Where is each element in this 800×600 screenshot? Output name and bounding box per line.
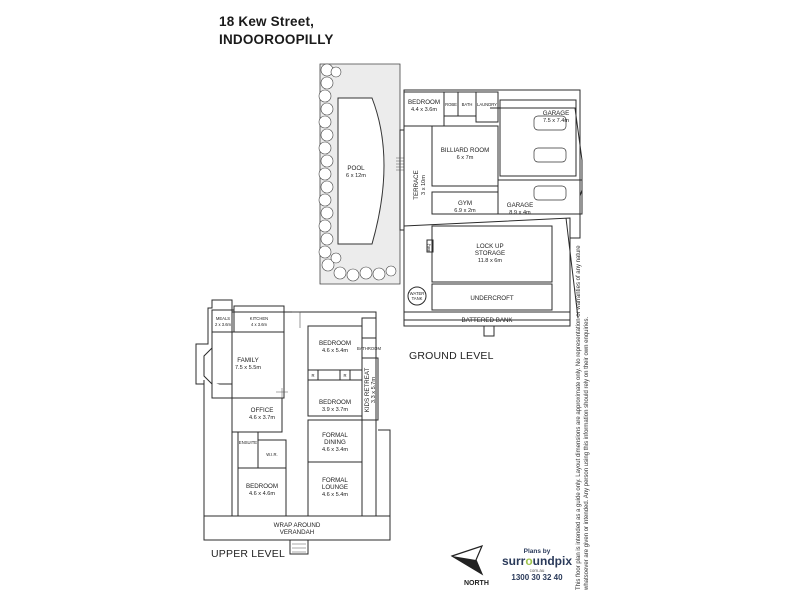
- disclaimer: This floor plan is intended as a guide o…: [575, 245, 591, 590]
- storage-dim: 11.8 x 6m: [478, 258, 502, 264]
- kitchen-dim: 4 x 3.6m: [251, 322, 268, 327]
- terrace-dim: 3 x 10m: [421, 175, 427, 195]
- dining-name-2: DINING: [324, 439, 346, 446]
- garage-1-dim: 7.5 x 7.4m: [543, 118, 569, 124]
- lounge-dim: 4.6 x 5.4m: [322, 492, 348, 498]
- ground-level-plan: [318, 63, 583, 337]
- robe-r-2: R: [343, 373, 346, 378]
- upper-level-plan: [195, 299, 391, 555]
- garage-1-name: GARAGE: [543, 110, 569, 117]
- verandah-line-2: VERANDAH: [280, 529, 314, 536]
- cars: [533, 115, 567, 201]
- garage-1: [499, 99, 577, 177]
- disclaimer-line-1: This floor plan is intended as a guide o…: [576, 245, 582, 590]
- kids-retreat-name: KIDS RETREAT: [364, 367, 371, 412]
- meals-dim: 2 x 3.6m: [215, 322, 232, 327]
- bedroom-1-dim: 4.6 x 5.4m: [322, 348, 348, 354]
- wir-label: W.I.R.: [266, 452, 277, 457]
- bedroom-3-name: BEDROOM: [246, 483, 278, 490]
- ground-labels: BEDROOM 4.4 x 3.6m BILLIARD ROOM 6 x 7m …: [346, 99, 569, 324]
- family-dim: 7.5 x 5.5m: [235, 365, 261, 371]
- ensuite-label: ENSUITE: [239, 440, 257, 445]
- lounge-name-1: FORMAL: [322, 477, 348, 484]
- robe-label: ROBE: [445, 102, 457, 107]
- laundry: [475, 91, 499, 123]
- billiard-dim: 6 x 7m: [457, 155, 474, 161]
- meals-name: MEALS: [216, 316, 230, 321]
- verandah-line-1: WRAP AROUND: [274, 522, 321, 529]
- north-label: NORTH: [464, 580, 489, 587]
- kitchen-name: KITCHEN: [250, 316, 268, 321]
- pool-dim: 6 x 12m: [346, 173, 366, 179]
- garage-2: [497, 179, 583, 215]
- laundry-label: LAUNDRY: [477, 102, 497, 107]
- gym-dim: 6.9 x 2m: [454, 208, 476, 214]
- water-tank-2: TANK: [412, 296, 423, 301]
- bathroom-upper-label: BATHROOM: [357, 346, 381, 351]
- pool-name: POOL: [347, 165, 365, 172]
- upper-labels: MEALS 2 x 3.6m KITCHEN 4 x 3.6m FAMILY 7…: [215, 316, 381, 536]
- ground-house: [403, 89, 581, 239]
- garage-2-name: GARAGE: [507, 202, 533, 209]
- logo-name-c: undpix: [532, 554, 572, 568]
- surroundpix-logo: Plans by surroundpix com.au 1300 30 32 4…: [492, 548, 582, 586]
- lower-block: [403, 217, 571, 321]
- terrace-name: TERRACE: [413, 170, 420, 200]
- address-street: 18 Kew Street,: [219, 14, 315, 29]
- staircase: [276, 388, 288, 398]
- upper-bedroom-2: [307, 379, 363, 417]
- logo-wordmark: surroundpix: [492, 555, 582, 568]
- bedroom-1-name: BEDROOM: [319, 340, 351, 347]
- logo-name-b: o: [525, 554, 533, 568]
- kids-retreat-dim: 3.3 x 5.7m: [371, 377, 377, 403]
- undercroft-label: UNDERCROFT: [470, 295, 514, 302]
- bbq: [426, 239, 434, 253]
- pool: [337, 97, 385, 245]
- bedroom-2-name: BEDROOM: [319, 399, 351, 406]
- front-steps: [289, 539, 309, 555]
- ground-level-label: GROUND LEVEL: [409, 350, 494, 362]
- address-suburb: INDOOROOPILLY: [219, 32, 334, 47]
- family-name: FAMILY: [237, 357, 259, 364]
- water-tank: [407, 286, 427, 306]
- tree-border: [318, 63, 397, 282]
- lounge-name-2: LOUNGE: [322, 484, 348, 491]
- logo-name-a: surr: [501, 554, 526, 568]
- dining-dim: 4.6 x 3.4m: [322, 447, 348, 453]
- bbq-label: BBQ: [426, 243, 431, 253]
- storage-name-2: STORAGE: [475, 250, 505, 257]
- upper-house: [231, 311, 377, 517]
- dining-name-1: FORMAL: [322, 432, 348, 439]
- pool-steps: [396, 157, 404, 171]
- ground-steps: [483, 325, 495, 337]
- water-tank-1: WATER: [410, 291, 425, 296]
- disclaimer-line-2: whatsoever are given or intended. Any pe…: [584, 316, 590, 590]
- office-name: OFFICE: [251, 407, 274, 414]
- garage-2-dim: 8.9 x 4m: [509, 210, 531, 216]
- upper-level-label: UPPER LEVEL: [211, 548, 285, 560]
- bedroom-2-dim: 3.9 x 3.7m: [322, 407, 348, 413]
- logo-phone: 1300 30 32 40: [511, 573, 563, 582]
- storage-name-1: LOCK UP: [476, 243, 503, 250]
- logo-plans-by: Plans by: [523, 548, 551, 555]
- logo-url: com.au: [529, 568, 545, 573]
- verandah: [203, 515, 391, 541]
- ground-bedroom-dim: 4.4 x 3.6m: [411, 107, 437, 113]
- bath-label: BATH: [462, 102, 473, 107]
- billiard-room: [431, 125, 499, 187]
- billiard-name: BILLIARD ROOM: [441, 147, 489, 154]
- undercroft: [431, 283, 553, 311]
- north-arrow-icon: [450, 545, 484, 576]
- bedroom-3-dim: 4.6 x 4.6m: [249, 491, 275, 497]
- gym-name: GYM: [458, 200, 472, 207]
- office-dim: 4.6 x 3.7m: [249, 415, 275, 421]
- robe-r-1: R: [311, 373, 314, 378]
- bay-window: [203, 347, 213, 385]
- lock-up-storage: [431, 225, 553, 283]
- ground-bedroom-name: BEDROOM: [408, 99, 440, 106]
- battered-bank-label: BATTERED BANK: [461, 317, 513, 324]
